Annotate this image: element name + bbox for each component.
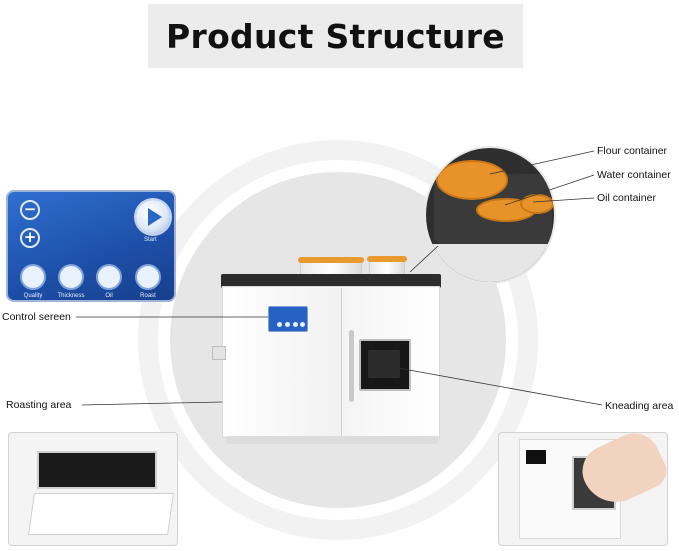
oil-leader-line [532, 197, 595, 203]
flour-jar-lid [298, 257, 364, 263]
page-title: Product Structure [166, 16, 505, 56]
roast-label: Roast [140, 293, 156, 299]
water-jar-lid [367, 256, 407, 262]
container-zoom-inset [424, 146, 556, 284]
oil-container-cap [520, 194, 554, 214]
thickness-label: Thickness [57, 293, 85, 299]
control-screen-label: Control sereen [2, 311, 71, 323]
machine-base [226, 436, 438, 444]
roasting-area-label: Roasting area [6, 399, 72, 411]
container-front-panel [426, 244, 554, 282]
water-leader-line [504, 174, 595, 206]
start-play-icon [136, 200, 170, 234]
oil-drop-icon [96, 264, 122, 290]
plus-button: + [20, 228, 40, 248]
oven-cavity [37, 451, 157, 489]
flour-container-cap [436, 160, 508, 200]
title-banner: Product Structure [148, 4, 523, 68]
door-handle [349, 330, 354, 402]
thickness-icon [58, 264, 84, 290]
water-container-label: Water container [597, 169, 671, 181]
roast-icon [135, 264, 161, 290]
zoom-connector-line [409, 245, 439, 273]
kneading-door-window [526, 450, 546, 464]
start-label: Start [144, 237, 157, 243]
side-vent [212, 346, 226, 360]
control-screen [268, 306, 308, 332]
control-panel-inset: − + Start Quality Thickness Oil Roast [6, 190, 176, 302]
quality-label: Quality [23, 293, 43, 299]
kneading-area-photo [498, 432, 668, 546]
kneading-window-inner [368, 350, 400, 378]
roasting-area-photo [8, 432, 178, 546]
flour-container-label: Flour container [597, 145, 668, 157]
quality-icon [20, 264, 46, 290]
oil-container-label: Oil container [597, 192, 656, 204]
roasting-leader-line [81, 401, 223, 406]
oil-label: Oil [105, 293, 113, 299]
flour-leader-line [489, 150, 595, 175]
machine-top-lid [221, 274, 441, 288]
kneading-area-label: Kneading area [605, 400, 674, 412]
minus-button: − [20, 200, 40, 220]
kneading-leader-line [397, 367, 603, 406]
